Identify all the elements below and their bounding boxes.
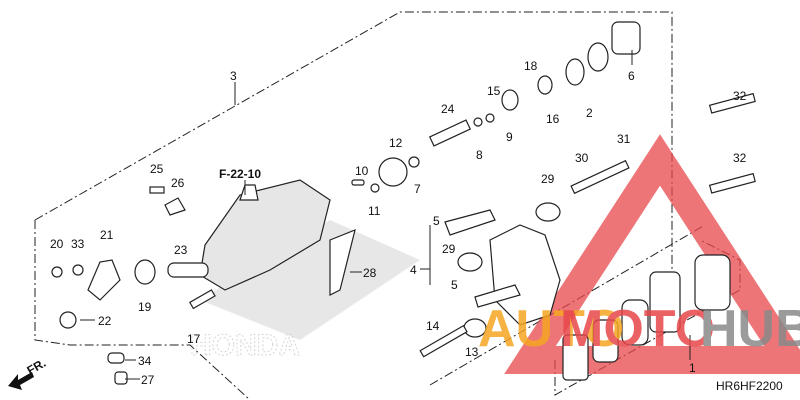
callout-33: 33 <box>71 237 85 251</box>
callout-8: 8 <box>476 148 483 162</box>
callout-11: 11 <box>368 204 381 218</box>
callout-18: 18 <box>524 59 538 73</box>
callout-1: 1 <box>689 361 696 375</box>
callout-26: 26 <box>171 176 185 190</box>
callout-2: 2 <box>586 106 593 120</box>
callout-30: 30 <box>575 151 589 165</box>
group-outline-3 <box>34 11 673 275</box>
callout-29b: 29 <box>442 242 456 256</box>
callout-32a: 32 <box>733 89 747 103</box>
callout-19: 19 <box>138 300 152 314</box>
callout-4: 4 <box>410 263 417 277</box>
callout-5b: 5 <box>451 278 458 292</box>
callout-31: 31 <box>617 132 631 146</box>
callout-20: 20 <box>50 237 64 251</box>
callout-12: 12 <box>389 136 403 150</box>
callout-10: 10 <box>355 164 369 178</box>
callout-32b: 32 <box>733 151 747 165</box>
callout-27: 27 <box>141 373 155 387</box>
callout-13: 13 <box>465 345 479 359</box>
svg-text:HUB: HUB <box>700 300 800 358</box>
watermark-text: AUTO MOTO HUB <box>478 300 800 358</box>
callout-22: 22 <box>98 314 112 328</box>
callout-21: 21 <box>100 228 114 242</box>
brake-pads <box>562 254 731 381</box>
callout-6: 6 <box>628 69 635 83</box>
callout-9: 9 <box>506 130 513 144</box>
small-parts <box>51 21 756 385</box>
callout-3: 3 <box>230 69 237 83</box>
callout-29a: 29 <box>541 172 555 186</box>
callout-15: 15 <box>487 84 501 98</box>
callout-25: 25 <box>150 162 164 176</box>
callout-17: 17 <box>187 332 201 346</box>
diagram-code: HR6HF2200 <box>716 379 783 393</box>
svg-text:AUTO: AUTO <box>478 300 624 358</box>
callout-5a: 5 <box>433 214 440 228</box>
group-outline-3-bottom <box>34 220 251 400</box>
callout-16: 16 <box>546 112 560 126</box>
callout-34: 34 <box>138 354 152 368</box>
svg-text:HONDA: HONDA <box>190 329 300 362</box>
svg-text:MOTO: MOTO <box>560 300 715 358</box>
callout-24: 24 <box>441 102 455 116</box>
callout-23: 23 <box>174 243 188 257</box>
front-direction-arrow: FR. <box>8 356 48 390</box>
reference-label: F-22-10 <box>219 167 261 181</box>
caliper-body <box>489 224 561 326</box>
callout-7: 7 <box>414 182 421 196</box>
callout-labels: 3 6 18 2 32 32 15 24 9 16 12 8 31 30 10 … <box>50 59 783 393</box>
callout-28: 28 <box>363 266 377 280</box>
honda-logo-background: HONDA <box>190 220 420 363</box>
callout-14: 14 <box>426 319 440 333</box>
arrow-icon <box>8 372 34 390</box>
leader-lines <box>80 50 691 380</box>
